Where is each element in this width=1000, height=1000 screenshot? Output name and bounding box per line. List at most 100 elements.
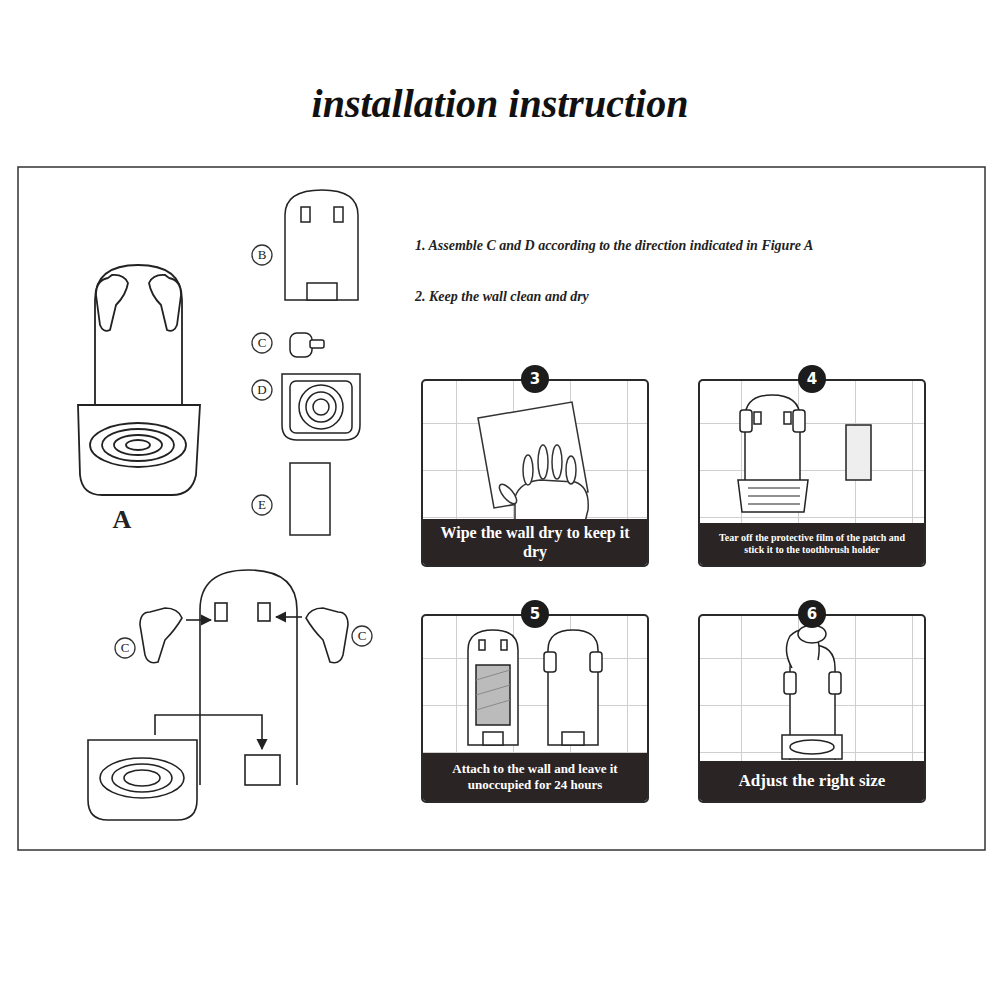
assembly-figure: [100, 758, 184, 798]
assembly-figure: [124, 770, 160, 786]
stick-illustration: [740, 410, 752, 432]
holder-figure-a: [114, 435, 162, 455]
assembly-figure: [88, 740, 197, 820]
instruction-note: 1. Assemble C and D according to the dir…: [415, 238, 813, 253]
letter-circle: [352, 626, 372, 646]
part-hook: [290, 333, 312, 357]
part-tray: [299, 385, 343, 429]
assembly-figure: [245, 755, 280, 785]
stick-illustration: [784, 412, 791, 424]
assembly-figure: [258, 603, 270, 621]
part-plate: [285, 190, 358, 300]
stick-illustration: [793, 410, 805, 432]
attach-illustration: [590, 652, 602, 672]
part-tray: [306, 392, 336, 422]
assembly-arrow: [186, 619, 211, 621]
attach-illustration: [501, 640, 507, 650]
stick-illustration: [738, 395, 871, 512]
assembly-arrow: [155, 617, 302, 749]
adjust-illustration: [784, 672, 796, 694]
wipe-illustration: [552, 445, 562, 479]
attach-illustration: [476, 665, 510, 725]
part-tray: [290, 381, 352, 433]
part-hook: [290, 333, 324, 357]
wipe-illustration: [515, 480, 588, 522]
step-panel: 6Adjust the right size: [698, 614, 926, 803]
step-number: 4: [798, 365, 826, 393]
stick-illustration: [754, 412, 761, 424]
adjust-illustration: [782, 625, 842, 760]
attach-illustration: [468, 630, 602, 745]
letter-circle: [252, 495, 272, 515]
holder-figure-a: [95, 265, 182, 470]
letter-circle: [252, 380, 272, 400]
tile-ground: [700, 616, 924, 801]
holder-figure-a: [149, 275, 181, 331]
wipe-illustration: [523, 455, 533, 485]
attach-illustration: [548, 630, 598, 745]
attach-illustration: [562, 732, 584, 745]
step-caption: Wipe the wall dry to keep it dry: [423, 519, 647, 565]
instruction-note: 2. Keep the wall clean and dry: [415, 289, 589, 304]
part-tray: [282, 374, 360, 440]
title: installation instruction: [0, 80, 1000, 127]
tile-ground: [423, 381, 924, 801]
adjust-illustration: [782, 735, 842, 759]
wipe-illustration: [496, 482, 519, 507]
part-plate: [285, 190, 358, 300]
holder-figure-a: [126, 440, 150, 450]
part-letter: D: [257, 383, 266, 397]
part-tray: [282, 374, 360, 440]
step-caption: Tear off the protective film of the patc…: [700, 523, 924, 565]
step-number: 6: [798, 600, 826, 628]
part-letter: C: [121, 641, 130, 655]
adjust-illustration: [790, 740, 834, 754]
step-caption: Attach to the wall and leave it unoccupi…: [423, 753, 647, 801]
tile-ground: [700, 381, 924, 565]
assembly-arrow: [276, 616, 302, 618]
part-letter: C: [258, 336, 267, 350]
attach-illustration: [468, 630, 518, 745]
letter-circle: [252, 333, 272, 353]
assembly-figure: [306, 608, 348, 663]
step-number: 5: [521, 600, 549, 628]
part-plate: [334, 207, 343, 222]
frame: [18, 167, 985, 850]
holder-figure-a: [90, 423, 186, 467]
stick-illustration: [846, 425, 871, 480]
part-tray: [313, 399, 329, 415]
step-panel: 5Attach to the wall and leave it unoccup…: [421, 614, 649, 803]
assembly-figure: [112, 764, 172, 792]
tile-ground: [423, 616, 647, 801]
assembly-figure: [88, 570, 348, 820]
stick-illustration: [748, 488, 800, 504]
step-panel: 3Wipe the wall dry to keep it dry: [421, 379, 649, 567]
part-plate: [301, 207, 310, 222]
step-caption: Adjust the right size: [700, 761, 924, 801]
part-patch: [290, 463, 330, 535]
part-patch: [290, 463, 330, 535]
part-letter: E: [258, 498, 266, 512]
wipe-illustration: [566, 456, 576, 484]
assembly-arrow: [155, 715, 262, 749]
assembly-figure: [200, 570, 297, 785]
assembly-figure: [215, 603, 227, 621]
step-number: 3: [521, 365, 549, 393]
attach-illustration: [544, 652, 556, 672]
tile-ground: [423, 381, 647, 565]
holder-figure-a: [102, 429, 174, 461]
attach-illustration: [476, 670, 510, 710]
adjust-illustration: [829, 672, 841, 694]
part-hook: [310, 340, 324, 348]
letter-circle: [252, 245, 272, 265]
attach-illustration: [483, 732, 503, 745]
part-letter: B: [258, 248, 267, 262]
wipe-illustration: [478, 402, 588, 522]
holder-figure-a: [96, 275, 128, 331]
stick-illustration: [738, 480, 808, 512]
wipe-illustration: [538, 445, 548, 479]
letter-circle: [115, 638, 135, 658]
holder-figure-a: [78, 405, 200, 495]
part-plate: [307, 283, 337, 300]
